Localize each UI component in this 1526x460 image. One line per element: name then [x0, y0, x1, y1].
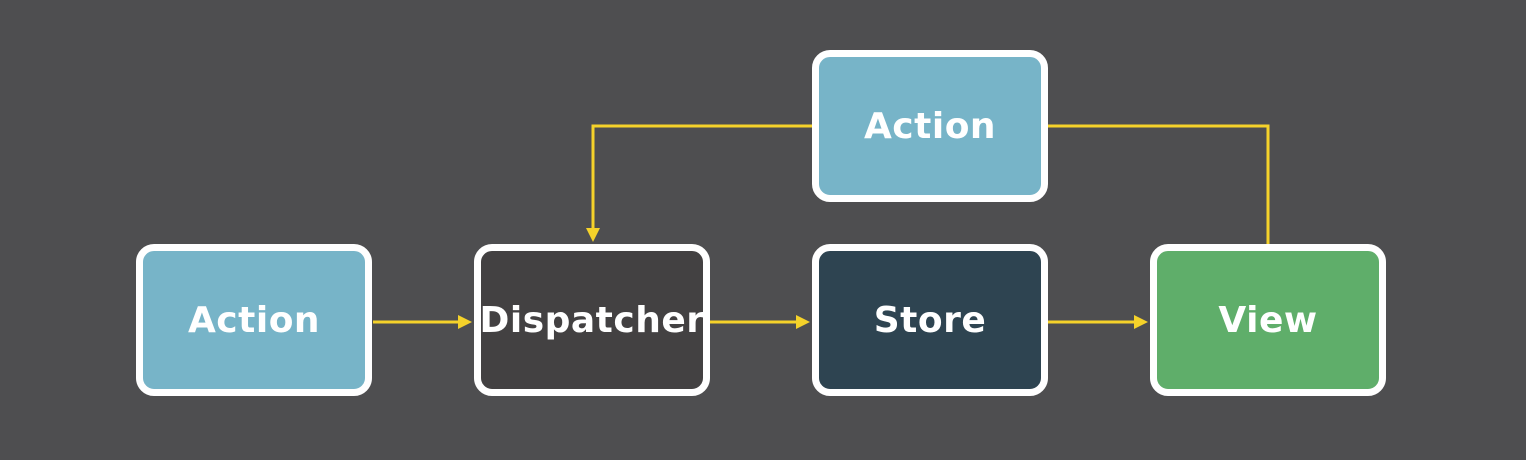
- action-node-left-label: Action: [187, 299, 321, 341]
- edge-view-to-action: [1048, 124, 1270, 244]
- edge-dispatcher-to-store: [710, 315, 810, 329]
- dispatcher-node: Dispatcher: [474, 244, 710, 396]
- arrowhead-icon: [458, 315, 472, 329]
- edge-store-to-view: [1048, 315, 1148, 329]
- action-node-left: Action: [136, 244, 372, 396]
- dispatcher-node-label: Dispatcher: [479, 299, 705, 341]
- store-node-label: Store: [873, 299, 987, 341]
- edge-action-to-dispatcher: [373, 315, 472, 329]
- arrowhead-icon: [586, 228, 600, 242]
- view-node: View: [1150, 244, 1386, 396]
- arrowhead-icon: [1134, 315, 1148, 329]
- store-node: Store: [812, 244, 1048, 396]
- action-node-top-label: Action: [863, 105, 997, 147]
- edge-action-to-dispatcher-loop: [586, 124, 812, 242]
- action-node-top: Action: [812, 50, 1048, 202]
- view-node-label: View: [1218, 299, 1318, 341]
- arrowhead-icon: [796, 315, 810, 329]
